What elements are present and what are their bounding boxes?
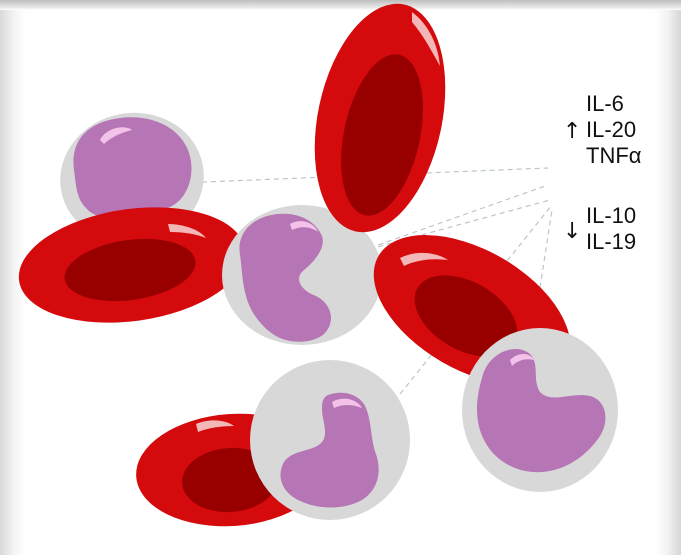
arrow-down-icon: ↓ xyxy=(563,220,581,244)
cytokine-label-down-1: IL-10 xyxy=(586,204,636,228)
cytokine-label-up-1: IL-6 xyxy=(586,92,624,116)
red-blood-cell-left xyxy=(11,194,252,337)
monocyte-right xyxy=(462,328,618,492)
cytokine-label-down-2: IL-19 xyxy=(586,230,636,254)
cytokine-label-up-3: TNFα xyxy=(586,144,641,168)
cytokine-label-up-2: IL-20 xyxy=(586,118,636,142)
arrow-up-icon: ↑ xyxy=(563,120,581,144)
monocyte-bottom xyxy=(250,360,410,520)
